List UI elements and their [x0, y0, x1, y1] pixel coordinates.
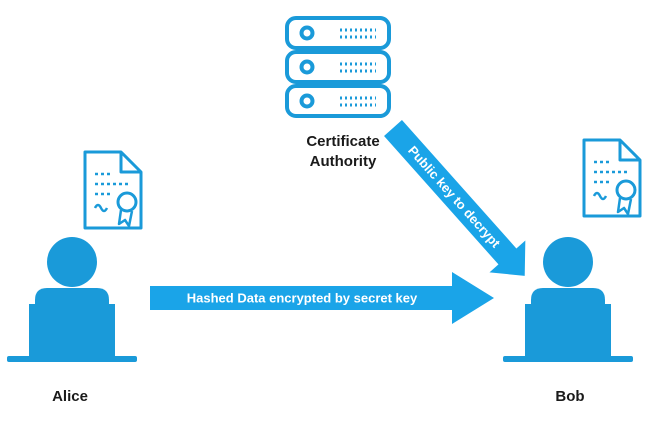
arrow-ca-to-bob-label: Public key to decrypt	[405, 143, 504, 251]
bob-certificate-document-icon	[582, 138, 642, 218]
alice-user-at-laptop-icon	[7, 237, 137, 362]
bob-user-at-laptop-icon	[503, 237, 633, 362]
arrow-alice-to-bob-label: Hashed Data encrypted by secret key	[187, 291, 418, 306]
certificate-authority-label: Certificate Authority	[268, 132, 418, 172]
arrow-alice-to-bob: Hashed Data encrypted by secret key	[150, 272, 494, 324]
server-stack-icon	[285, 16, 391, 118]
alice-label: Alice	[52, 388, 88, 405]
certificate-authority-label-line2: Authority	[309, 153, 377, 170]
bob-label: Bob	[555, 388, 585, 405]
alice-certificate-document-icon	[83, 150, 143, 230]
certificate-authority-label-line1: Certificate	[306, 133, 380, 150]
